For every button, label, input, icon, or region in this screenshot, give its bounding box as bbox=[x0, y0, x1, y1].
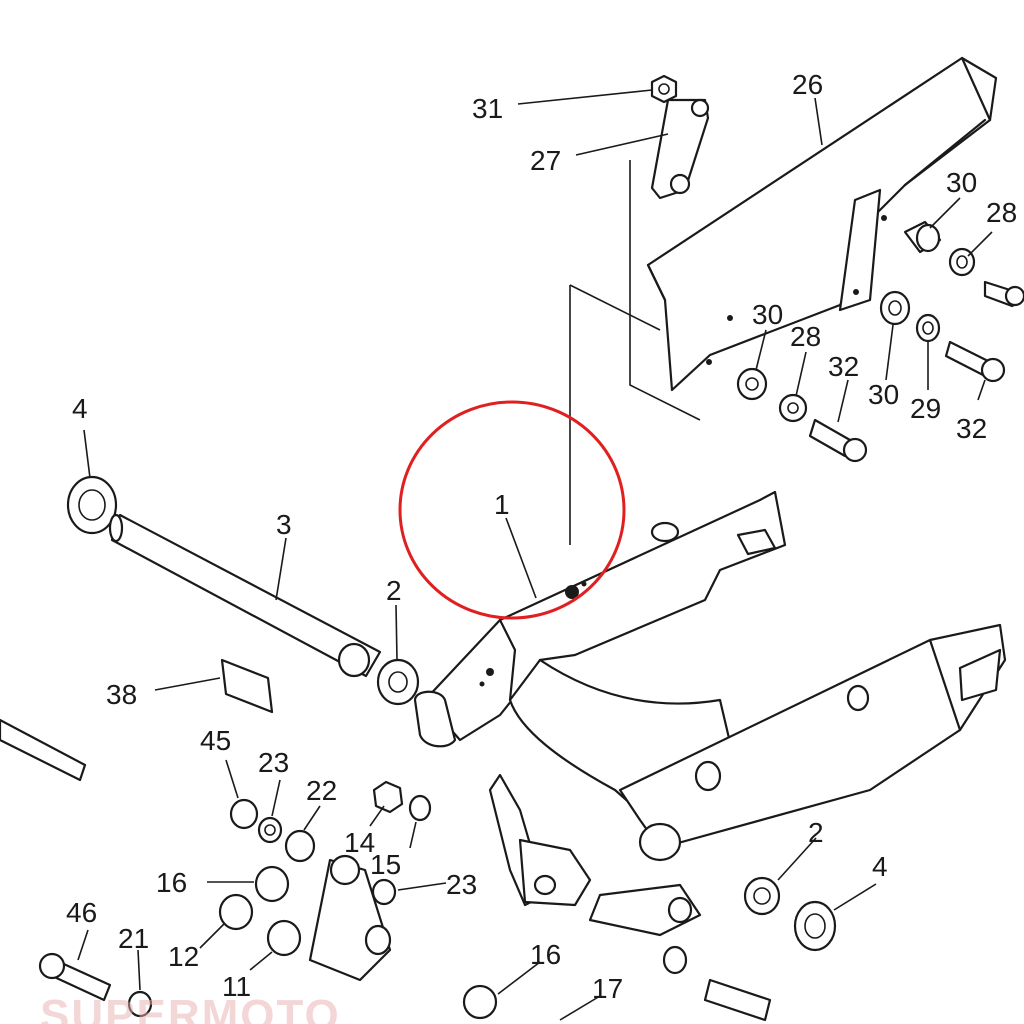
washer-29 bbox=[915, 313, 941, 343]
collar-16-right bbox=[462, 984, 498, 1020]
bolt-upper-right bbox=[983, 280, 1024, 308]
label-27: 27 bbox=[530, 145, 561, 176]
bolt-lower-right bbox=[703, 978, 772, 1022]
label-38: 38 bbox=[106, 679, 137, 710]
label-30c: 30 bbox=[868, 379, 899, 410]
label-3: 3 bbox=[276, 509, 292, 540]
label-16a: 16 bbox=[156, 867, 187, 898]
washer-28-lower bbox=[778, 393, 808, 423]
label-32b: 32 bbox=[956, 413, 987, 444]
swingarm-1 bbox=[413, 490, 1007, 862]
bolt-left-edge bbox=[0, 718, 87, 782]
bracket-27 bbox=[650, 98, 710, 200]
relay-arm bbox=[488, 773, 702, 937]
collar-16-left bbox=[254, 865, 290, 903]
bolt-32-right bbox=[944, 340, 1006, 383]
label-32a: 32 bbox=[828, 351, 859, 382]
seal-23-left bbox=[257, 816, 283, 844]
washer-lower-right bbox=[662, 945, 688, 975]
collar-30-lower bbox=[736, 367, 768, 401]
label-17: 17 bbox=[592, 973, 623, 1004]
nut-14 bbox=[372, 780, 404, 814]
label-14: 14 bbox=[344, 827, 375, 858]
label-11: 11 bbox=[222, 971, 251, 1002]
label-21: 21 bbox=[118, 923, 149, 954]
label-23b: 23 bbox=[446, 869, 477, 900]
label-22: 22 bbox=[306, 775, 337, 806]
connecting-rod bbox=[308, 854, 392, 982]
label-28b: 28 bbox=[790, 321, 821, 352]
washer-15 bbox=[408, 794, 432, 822]
label-15: 15 bbox=[370, 849, 401, 880]
pad-38 bbox=[220, 658, 274, 714]
bearing-11 bbox=[266, 919, 302, 957]
label-46: 46 bbox=[66, 897, 97, 928]
label-12: 12 bbox=[168, 941, 199, 972]
label-16b: 16 bbox=[530, 939, 561, 970]
seal-23-right bbox=[371, 878, 397, 906]
collar-12 bbox=[218, 893, 254, 931]
bolt-32-lower bbox=[808, 418, 868, 463]
collar-30-mid bbox=[879, 290, 911, 326]
label-2a: 2 bbox=[386, 575, 402, 606]
label-23a: 23 bbox=[258, 747, 289, 778]
bearing-2-right bbox=[743, 876, 781, 916]
washer-21 bbox=[127, 990, 153, 1018]
label-31: 31 bbox=[472, 93, 503, 124]
bearing-2-left bbox=[376, 658, 420, 706]
oil-seal-4-right bbox=[793, 900, 837, 952]
label-4b: 4 bbox=[872, 851, 888, 882]
label-29: 29 bbox=[910, 393, 941, 424]
label-4a: 4 bbox=[72, 393, 88, 424]
part-labels: 31 27 26 30 28 30 28 32 30 29 32 4 3 1 2… bbox=[66, 69, 1017, 1004]
bolt-46 bbox=[38, 952, 112, 1002]
collar-45 bbox=[229, 798, 259, 830]
pivot-shaft-3 bbox=[108, 513, 382, 678]
label-28a: 28 bbox=[986, 197, 1017, 228]
label-2b: 2 bbox=[808, 817, 824, 848]
label-30a: 30 bbox=[946, 167, 977, 198]
chain-guard-26 bbox=[569, 56, 998, 545]
watermark: SUPERMOTO bbox=[40, 991, 341, 1024]
leader-lines bbox=[77, 89, 993, 1021]
oil-seal-4-left bbox=[66, 475, 118, 535]
highlight-circle bbox=[398, 400, 626, 620]
label-26: 26 bbox=[792, 69, 823, 100]
bearing-22 bbox=[284, 829, 316, 863]
nut-31 bbox=[650, 74, 678, 104]
collar-30-upper bbox=[903, 220, 942, 254]
label-1: 1 bbox=[494, 489, 510, 520]
label-45: 45 bbox=[200, 725, 231, 756]
label-30b: 30 bbox=[752, 299, 783, 330]
